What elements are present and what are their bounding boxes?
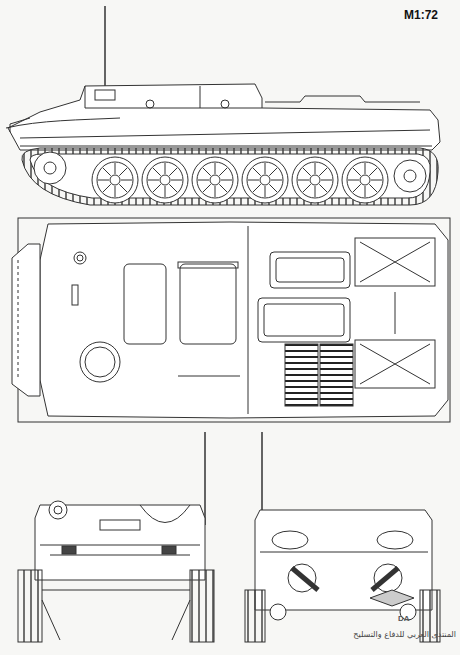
wheel-part bbox=[315, 163, 316, 174]
wheel-part bbox=[221, 180, 232, 181]
wheel-part bbox=[348, 180, 359, 181]
wheel-part bbox=[203, 184, 211, 192]
wheel-part bbox=[147, 162, 183, 198]
wheel-part bbox=[247, 162, 283, 198]
wheel-part bbox=[269, 168, 277, 176]
wheel-part bbox=[303, 168, 311, 176]
wheel-part bbox=[153, 184, 161, 192]
wheel-part bbox=[297, 162, 333, 198]
wheel-part bbox=[265, 186, 266, 197]
wheel-part bbox=[365, 163, 366, 174]
wheel-part bbox=[115, 163, 116, 174]
wheel-part bbox=[169, 168, 177, 176]
wheel-part bbox=[369, 184, 377, 192]
wheel-part bbox=[119, 184, 127, 192]
wheel-part bbox=[347, 162, 383, 198]
wheel-part bbox=[110, 175, 120, 185]
wheel-part bbox=[97, 162, 133, 198]
wheel-part bbox=[365, 186, 366, 197]
wheel-part bbox=[298, 180, 309, 181]
wheel-part bbox=[219, 184, 227, 192]
wheel-part bbox=[265, 163, 266, 174]
wheel-part bbox=[165, 186, 166, 197]
wheel-part bbox=[353, 184, 361, 192]
wheel-part bbox=[160, 175, 170, 185]
wheel-part bbox=[165, 163, 166, 174]
wheel-part bbox=[319, 168, 327, 176]
wheel-part bbox=[369, 168, 377, 176]
wheel-part bbox=[242, 157, 288, 203]
wheel-part bbox=[310, 175, 320, 185]
wheel-part bbox=[153, 168, 161, 176]
wheel-part bbox=[142, 157, 188, 203]
wheel-part bbox=[121, 180, 132, 181]
rear-view bbox=[245, 432, 440, 642]
wheel-part bbox=[115, 186, 116, 197]
wheel-part bbox=[98, 180, 109, 181]
wheel-part bbox=[215, 163, 216, 174]
wheel-part bbox=[192, 157, 238, 203]
wheel-part bbox=[319, 184, 327, 192]
wheel-part bbox=[353, 168, 361, 176]
top-view bbox=[12, 218, 450, 422]
wheel-part bbox=[215, 186, 216, 197]
wheel-part bbox=[315, 186, 316, 197]
wheel-part bbox=[34, 152, 66, 184]
wheel-part bbox=[148, 180, 159, 181]
wheel-part bbox=[253, 168, 261, 176]
wheel-part bbox=[203, 168, 211, 176]
wheel-part bbox=[303, 184, 311, 192]
wheel-part bbox=[321, 180, 332, 181]
wheel-part bbox=[198, 180, 209, 181]
side-view bbox=[6, 6, 440, 205]
wheel-part bbox=[248, 180, 259, 181]
wheel-part bbox=[119, 168, 127, 176]
front-view bbox=[18, 432, 214, 642]
wheel-part bbox=[253, 184, 261, 192]
wheel-part bbox=[171, 180, 182, 181]
wheel-part bbox=[169, 184, 177, 192]
wheel-part bbox=[44, 162, 56, 174]
wheel-part bbox=[371, 180, 382, 181]
wheel-part bbox=[360, 175, 370, 185]
wheel-part bbox=[342, 157, 388, 203]
wheel-part bbox=[210, 175, 220, 185]
wheel-part bbox=[103, 184, 111, 192]
wheel-part bbox=[292, 157, 338, 203]
watermark: المنتدى العربي للدفاع والتسليح bbox=[353, 630, 456, 639]
wheel-part bbox=[92, 157, 138, 203]
wheel-part bbox=[219, 168, 227, 176]
wheel-part bbox=[271, 180, 282, 181]
wheel-part bbox=[197, 162, 233, 198]
scale-label: M1:72 bbox=[404, 8, 438, 22]
wheel-part bbox=[260, 175, 270, 185]
wheel-part bbox=[103, 168, 111, 176]
wheel-part bbox=[269, 184, 277, 192]
wheel-part bbox=[404, 170, 416, 182]
watermark-logo: DA bbox=[398, 614, 410, 623]
wheel-part bbox=[394, 160, 426, 192]
